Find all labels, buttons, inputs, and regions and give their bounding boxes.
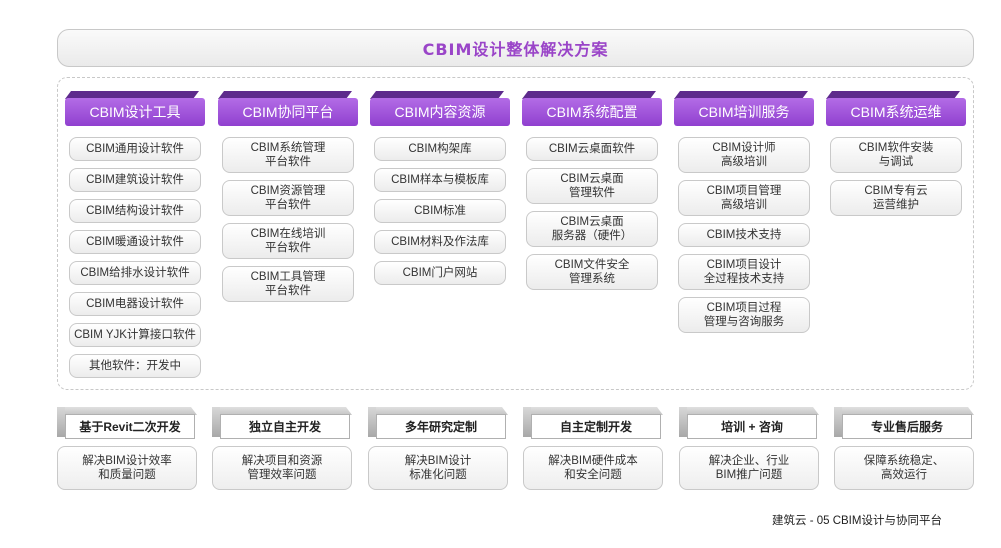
solution-item: CBIM建筑设计软件 [69, 168, 201, 192]
feature-block: 专业售后服务保障系统稳定、 高效运行 [834, 407, 974, 490]
feature-title: 多年研究定制 [376, 414, 506, 439]
solution-item: CBIM专有云 运营维护 [830, 180, 962, 216]
category-items: CBIM云桌面软件 CBIM云桌面 管理软件 CBIM云桌面 服务器（硬件） CBIM… [522, 137, 662, 290]
feature-title: 自主定制开发 [531, 414, 661, 439]
solution-item: CBIM材料及作法库 [374, 230, 506, 254]
feature-header-bevel [212, 407, 352, 415]
feature-header-bevel [523, 407, 663, 415]
solution-item: CBIM云桌面 管理软件 [526, 168, 658, 204]
page-title: CBIM设计整体解决方案 [57, 29, 974, 67]
category-header-label: CBIM设计工具 [65, 98, 205, 126]
solution-item: CBIM YJK计算接口软件 [69, 323, 201, 347]
category-header-label: CBIM培训服务 [674, 98, 814, 126]
feature-header-bevel [57, 407, 197, 415]
feature-header-side [523, 407, 531, 437]
feature-description: 解决项目和资源 管理效率问题 [212, 446, 352, 490]
feature-header-side [212, 407, 220, 437]
solution-item: CBIM暖通设计软件 [69, 230, 201, 254]
solution-item: CBIM样本与模板库 [374, 168, 506, 192]
solution-item: CBIM资源管理 平台软件 [222, 180, 354, 216]
solution-item: CBIM软件安装 与调试 [830, 137, 962, 173]
header-shadow [674, 91, 808, 99]
category-items: CBIM通用设计软件 CBIM建筑设计软件 CBIM结构设计软件 CBIM暖通设计软件… [65, 137, 205, 378]
category-items: CBIM构架库 CBIM样本与模板库 CBIM标准 CBIM材料及作法库 CBIM门户网… [370, 137, 510, 285]
solution-item: CBIM云桌面 服务器（硬件） [526, 211, 658, 247]
feature-block: 独立自主开发解决项目和资源 管理效率问题 [212, 407, 352, 490]
solution-item: CBIM项目设计 全过程技术支持 [678, 254, 810, 290]
category-column: CBIM培训服务 CBIM设计师 高级培训 CBIM项目管理 高级培训 CBIM技术支… [674, 91, 814, 333]
category-header: CBIM系统配置 [522, 91, 662, 127]
category-header: CBIM内容资源 [370, 91, 510, 127]
category-items: CBIM系统管理 平台软件 CBIM资源管理 平台软件 CBIM在线培训 平台软件 C… [218, 137, 358, 302]
feature-title: 专业售后服务 [842, 414, 972, 439]
solution-item: CBIM技术支持 [678, 223, 810, 247]
category-column: CBIM协同平台 CBIM系统管理 平台软件 CBIM资源管理 平台软件 CBIM在线… [218, 91, 358, 302]
feature-header-bevel [834, 407, 974, 415]
feature-header: 专业售后服务 [834, 407, 974, 440]
feature-header: 自主定制开发 [523, 407, 663, 440]
category-items: CBIM软件安装 与调试 CBIM专有云 运营维护 [826, 137, 966, 216]
solution-item: CBIM系统管理 平台软件 [222, 137, 354, 173]
header-shadow [65, 91, 199, 99]
feature-description: 解决BIM硬件成本 和安全问题 [523, 446, 663, 490]
header-shadow [218, 91, 352, 99]
feature-block: 多年研究定制解决BIM设计 标准化问题 [368, 407, 508, 490]
solution-item: CBIM电器设计软件 [69, 292, 201, 316]
solution-item: CBIM门户网站 [374, 261, 506, 285]
category-header: CBIM协同平台 [218, 91, 358, 127]
category-header-label: CBIM系统配置 [522, 98, 662, 126]
solution-item: CBIM云桌面软件 [526, 137, 658, 161]
solution-item: CBIM在线培训 平台软件 [222, 223, 354, 259]
solution-item: CBIM标准 [374, 199, 506, 223]
feature-block: 基于Revit二次开发解决BIM设计效率 和质量问题 [57, 407, 197, 490]
header-shadow [826, 91, 960, 99]
category-header-label: CBIM系统运维 [826, 98, 966, 126]
solution-item: CBIM文件安全 管理系统 [526, 254, 658, 290]
solution-item: CBIM工具管理 平台软件 [222, 266, 354, 302]
solution-item: CBIM项目过程 管理与咨询服务 [678, 297, 810, 333]
category-header: CBIM系统运维 [826, 91, 966, 127]
feature-header: 独立自主开发 [212, 407, 352, 440]
footer-caption: 建筑云 - 05 CBIM设计与协同平台 [772, 515, 942, 527]
feature-title: 基于Revit二次开发 [65, 414, 195, 439]
feature-header-bevel [679, 407, 819, 415]
solution-item: CBIM构架库 [374, 137, 506, 161]
feature-header-side [57, 407, 65, 437]
category-header-label: CBIM协同平台 [218, 98, 358, 126]
feature-block: 培训 + 咨询解决企业、行业 BIM推广问题 [679, 407, 819, 490]
feature-description: 解决BIM设计效率 和质量问题 [57, 446, 197, 490]
header-shadow [522, 91, 656, 99]
feature-header-bevel [368, 407, 508, 415]
solution-item: CBIM通用设计软件 [69, 137, 201, 161]
feature-header: 多年研究定制 [368, 407, 508, 440]
category-header: CBIM培训服务 [674, 91, 814, 127]
feature-description: 解决BIM设计 标准化问题 [368, 446, 508, 490]
feature-description: 解决企业、行业 BIM推广问题 [679, 446, 819, 490]
feature-title: 培训 + 咨询 [687, 414, 817, 439]
feature-header: 培训 + 咨询 [679, 407, 819, 440]
solution-item: CBIM结构设计软件 [69, 199, 201, 223]
solution-item: 其他软件：开发中 [69, 354, 201, 378]
category-items: CBIM设计师 高级培训 CBIM项目管理 高级培训 CBIM技术支持 CBIM项目设… [674, 137, 814, 333]
feature-block: 自主定制开发解决BIM硬件成本 和安全问题 [523, 407, 663, 490]
feature-description: 保障系统稳定、 高效运行 [834, 446, 974, 490]
feature-header-side [368, 407, 376, 437]
feature-header-side [834, 407, 842, 437]
solution-item: CBIM给排水设计软件 [69, 261, 201, 285]
solution-item: CBIM设计师 高级培训 [678, 137, 810, 173]
category-column: CBIM内容资源 CBIM构架库 CBIM样本与模板库 CBIM标准 CBIM材料及作法… [370, 91, 510, 285]
category-header: CBIM设计工具 [65, 91, 205, 127]
category-header-label: CBIM内容资源 [370, 98, 510, 126]
solution-item: CBIM项目管理 高级培训 [678, 180, 810, 216]
header-shadow [370, 91, 504, 99]
feature-header: 基于Revit二次开发 [57, 407, 197, 440]
solution-container [57, 77, 974, 390]
feature-header-side [679, 407, 687, 437]
feature-title: 独立自主开发 [220, 414, 350, 439]
category-column: CBIM系统运维 CBIM软件安装 与调试 CBIM专有云 运营维护 [826, 91, 966, 216]
category-column: CBIM系统配置 CBIM云桌面软件 CBIM云桌面 管理软件 CBIM云桌面 服务器… [522, 91, 662, 290]
